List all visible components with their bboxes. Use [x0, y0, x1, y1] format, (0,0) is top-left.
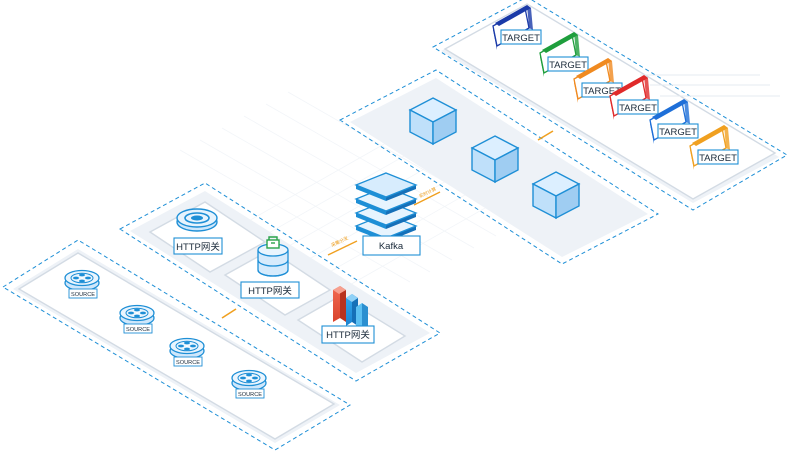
- source-4: SOURCE: [231, 369, 267, 399]
- target-decor-lines: [640, 74, 780, 97]
- target-label: TARGET: [619, 103, 657, 114]
- source-label: SOURCE: [238, 392, 262, 398]
- source-2: SOURCE: [119, 304, 155, 334]
- target-card-5: TARGET: [649, 99, 699, 144]
- svg-text:Kafka: Kafka: [379, 241, 404, 252]
- target-card-6: TARGET: [689, 125, 739, 170]
- target-label: TARGET: [659, 127, 697, 138]
- source-1: SOURCE: [64, 269, 100, 299]
- target-card-2: TARGET: [539, 32, 589, 77]
- gateway-3-bar-chart-icon: [333, 286, 368, 331]
- targets: TARGET TARGET TARGET TARGET TARGET TARGET: [492, 5, 739, 170]
- kafka-layer: [354, 172, 418, 198]
- gateway-1-disk-icon: [176, 208, 218, 232]
- source-label: SOURCE: [71, 292, 95, 298]
- target-label: TARGET: [549, 60, 587, 71]
- target-card-1: TARGET: [492, 5, 542, 50]
- gateway-label-3: HTTP网关: [321, 325, 375, 344]
- target-label: TARGET: [583, 86, 621, 97]
- flow-connector-sources: [221, 308, 237, 319]
- source-label: SOURCE: [176, 360, 200, 366]
- svg-text:HTTP网关: HTTP网关: [248, 285, 292, 297]
- gateway-label-2: HTTP网关: [240, 281, 300, 299]
- kafka-stack-icon: [354, 172, 418, 242]
- source-label: SOURCE: [126, 327, 150, 333]
- target-card-3: TARGET: [573, 58, 623, 103]
- gateway-label-1: HTTP网关: [173, 237, 223, 255]
- kafka-label: Kafka: [362, 235, 421, 256]
- source-3: SOURCE: [169, 337, 205, 367]
- cube-1: [408, 97, 458, 146]
- target-label: TARGET: [699, 153, 737, 164]
- compute-cubes: [408, 97, 581, 220]
- cube-3: [531, 171, 581, 220]
- svg-text:HTTP网关: HTTP网关: [326, 329, 370, 341]
- target-label: TARGET: [502, 33, 540, 44]
- sources: SOURCE SOURCE SOURCE SOURCE: [64, 269, 267, 399]
- target-card-4: TARGET: [609, 75, 659, 120]
- cube-2: [470, 135, 520, 184]
- gateway-2-database-icon: [257, 236, 289, 277]
- svg-text:HTTP网关: HTTP网关: [176, 241, 220, 253]
- flow-connector-targets: [537, 130, 554, 141]
